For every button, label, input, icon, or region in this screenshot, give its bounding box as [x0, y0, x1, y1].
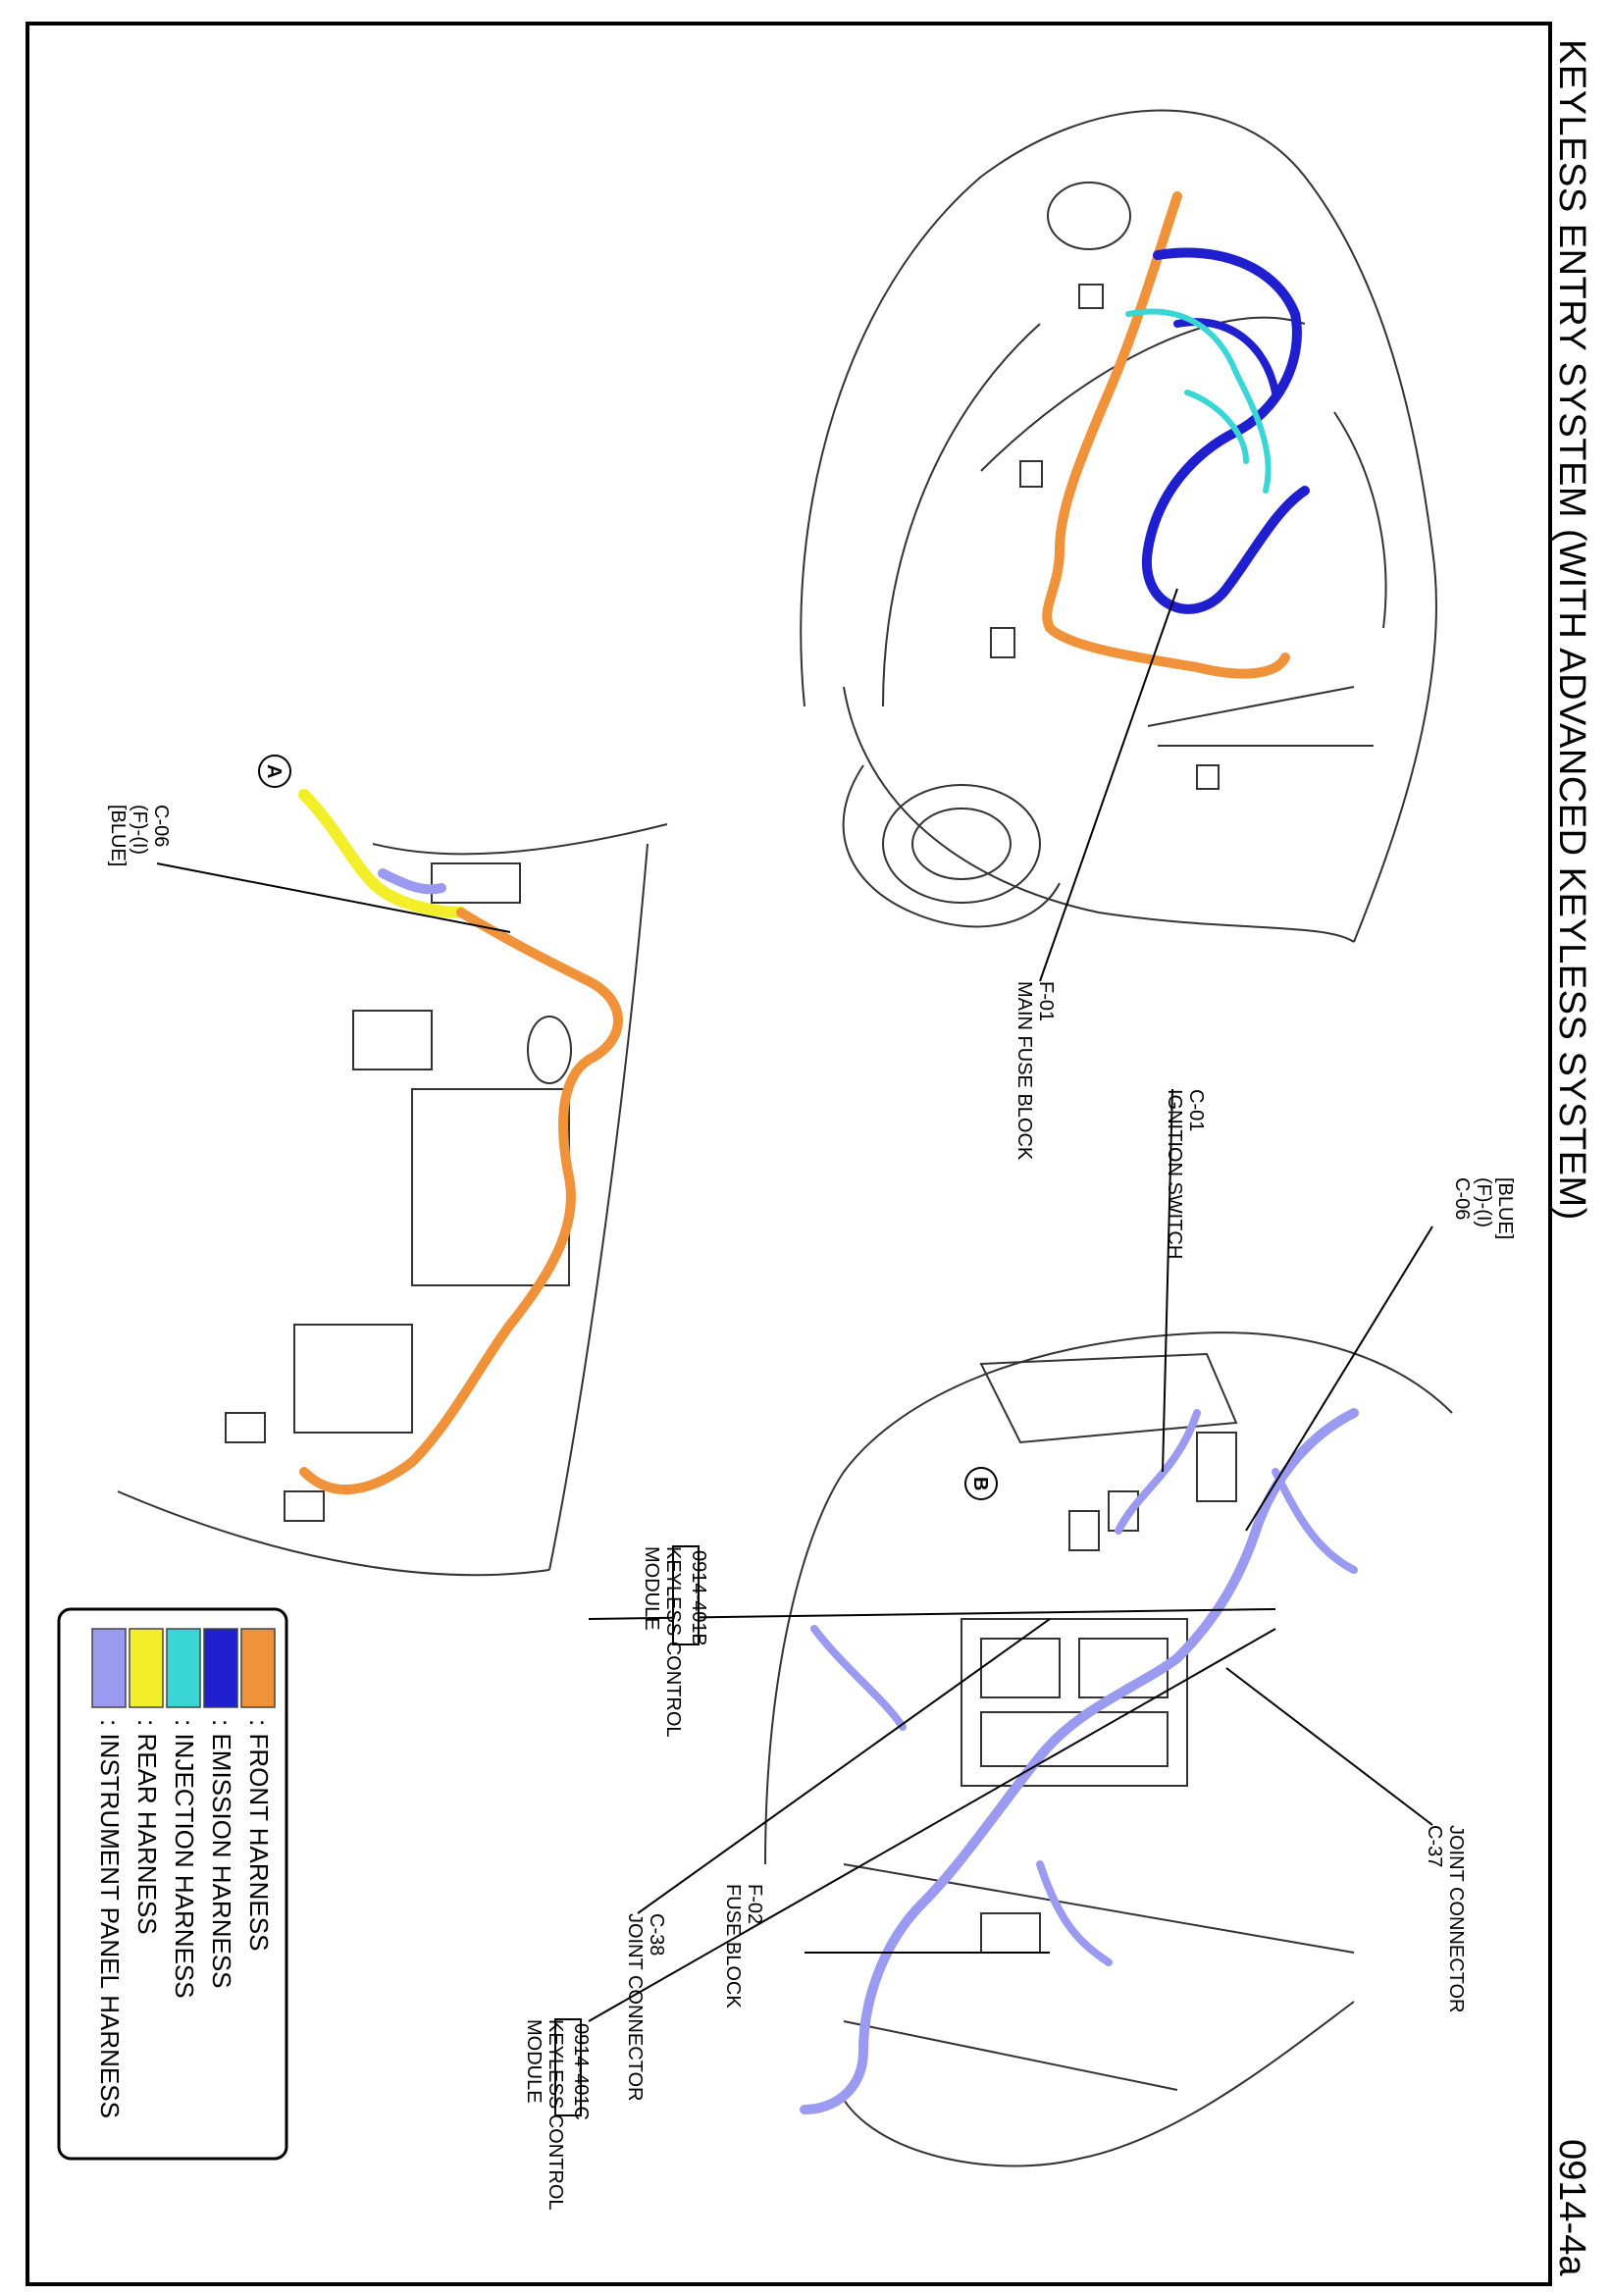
callout-c37-name: JOINT CONNECTOR: [1445, 1825, 1467, 2013]
callout-f01-name: MAIN FUSE BLOCK: [1013, 981, 1035, 1161]
legend-swatch-emission: [203, 1628, 238, 1708]
marker-a-circle: [258, 755, 291, 788]
instrument-panel-harness-left: [378, 868, 446, 895]
legend-label-emission: : EMISSION HARNESS: [207, 1719, 236, 1989]
legend-box: [57, 1607, 288, 2161]
leader-c37: [1225, 1667, 1433, 1826]
page-title: KEYLESS ENTRY SYSTEM (WITH ADVANCED KEYL…: [1551, 39, 1592, 1221]
leader-c38: [637, 1618, 1051, 1914]
callout-c37-id: C-37: [1424, 1825, 1445, 1867]
front-harness-engine: [1042, 191, 1290, 679]
marker-b-label: B: [969, 1477, 991, 1490]
legend-label-rear: : REAR HARNESS: [132, 1719, 162, 1935]
callout-c01-name: IGNITION SWITCH: [1164, 1089, 1185, 1259]
legend-swatch-instrument-panel: [91, 1628, 127, 1708]
callout-f02: F-02 FUSE BLOCK: [722, 1884, 765, 2009]
callout-c06-left-line1: C-06: [150, 805, 172, 847]
leader-401b: [588, 1608, 1276, 1620]
leader-lines: [156, 588, 1433, 2022]
body-side-illustration: [117, 823, 668, 1577]
injection-harness-engine: [1125, 308, 1272, 494]
callout-f01-id: F-01: [1035, 981, 1057, 1021]
instrument-panel-illustration: [764, 1331, 1453, 2167]
callout-401c-box: [554, 2018, 582, 2116]
callout-c38: C-38 JOINT CONNECTOR: [624, 1913, 667, 2102]
callout-module-401b: 0914-401B KEYLESS CONTROL MODULE: [641, 1545, 709, 1738]
marker-a: A: [258, 755, 291, 788]
instrument-panel-harness-branch-2: [810, 1625, 1113, 1966]
page-code: 0914-4a: [1551, 2139, 1592, 2276]
callout-c06-top-line3: C-06: [1451, 1177, 1473, 1220]
marker-a-label: A: [263, 764, 285, 778]
callout-c37: JOINT CONNECTOR C-37: [1424, 1825, 1467, 2013]
leader-401c: [588, 1628, 1276, 2022]
callout-401c-line2: MODULE: [523, 2019, 545, 2104]
callout-f02-id: F-02: [744, 1884, 765, 1924]
legend-swatch-injection: [166, 1628, 201, 1708]
leader-f01: [1039, 588, 1178, 982]
marker-b: B: [964, 1467, 998, 1500]
harness-legend: : FRONT HARNESS : EMISSION HARNESS : INJ…: [57, 1607, 288, 2161]
callout-f01: F-01 MAIN FUSE BLOCK: [1013, 981, 1057, 1161]
callout-c06-left-line2: (F)-(I): [129, 805, 150, 855]
callout-401b-box: [672, 1545, 700, 1645]
leader-c06-top: [1245, 1226, 1433, 1532]
callout-401b-line2: MODULE: [641, 1546, 662, 1631]
legend-swatch-front: [240, 1628, 276, 1708]
callout-c06-left: C-06 (F)-(I) [BLUE]: [107, 805, 172, 866]
leader-c06-left: [156, 862, 511, 933]
callout-c06-top: [BLUE] (F)-(I) C-06: [1451, 1177, 1516, 1239]
callout-c01-id: C-01: [1185, 1089, 1207, 1131]
callout-c06-top-line1: [BLUE]: [1494, 1177, 1516, 1239]
callout-c06-left-line3: [BLUE]: [107, 805, 129, 866]
callout-401c-line1: KEYLESS CONTROL: [545, 2019, 566, 2211]
front-harness-left: [299, 908, 623, 1495]
callout-401c-id: 0914-401C: [570, 2023, 592, 2120]
callout-f02-name: FUSE BLOCK: [722, 1884, 744, 2009]
callout-c01: C-01 IGNITION SWITCH: [1164, 1089, 1207, 1259]
callout-c38-name: JOINT CONNECTOR: [624, 1913, 646, 2102]
instrument-panel-harness-branch-1: [1115, 1409, 1358, 1574]
instrument-panel-harness: [800, 1408, 1359, 2114]
legend-label-front: : FRONT HARNESS: [244, 1719, 274, 1951]
page-frame: [26, 22, 1552, 2286]
rear-harness-left: [298, 789, 467, 918]
callout-c38-id: C-38: [646, 1913, 667, 1956]
callout-401b-id: 0914-401B: [688, 1550, 709, 1646]
marker-b-circle: [964, 1467, 998, 1500]
engine-compartment-illustration: [800, 109, 1437, 943]
legend-label-instrument-panel: : INSTRUMENT PANEL HARNESS: [95, 1719, 125, 2118]
callout-401b-line1: KEYLESS CONTROL: [662, 1546, 684, 1738]
callout-module-401c: 0914-401C KEYLESS CONTROL MODULE: [523, 2018, 592, 2211]
emission-harness-engine: [1141, 247, 1310, 614]
legend-swatch-rear: [129, 1628, 164, 1708]
leader-c01: [1162, 1088, 1173, 1473]
legend-label-injection: : INJECTION HARNESS: [170, 1719, 199, 1999]
callout-c06-top-line2: (F)-(I): [1473, 1177, 1494, 1227]
